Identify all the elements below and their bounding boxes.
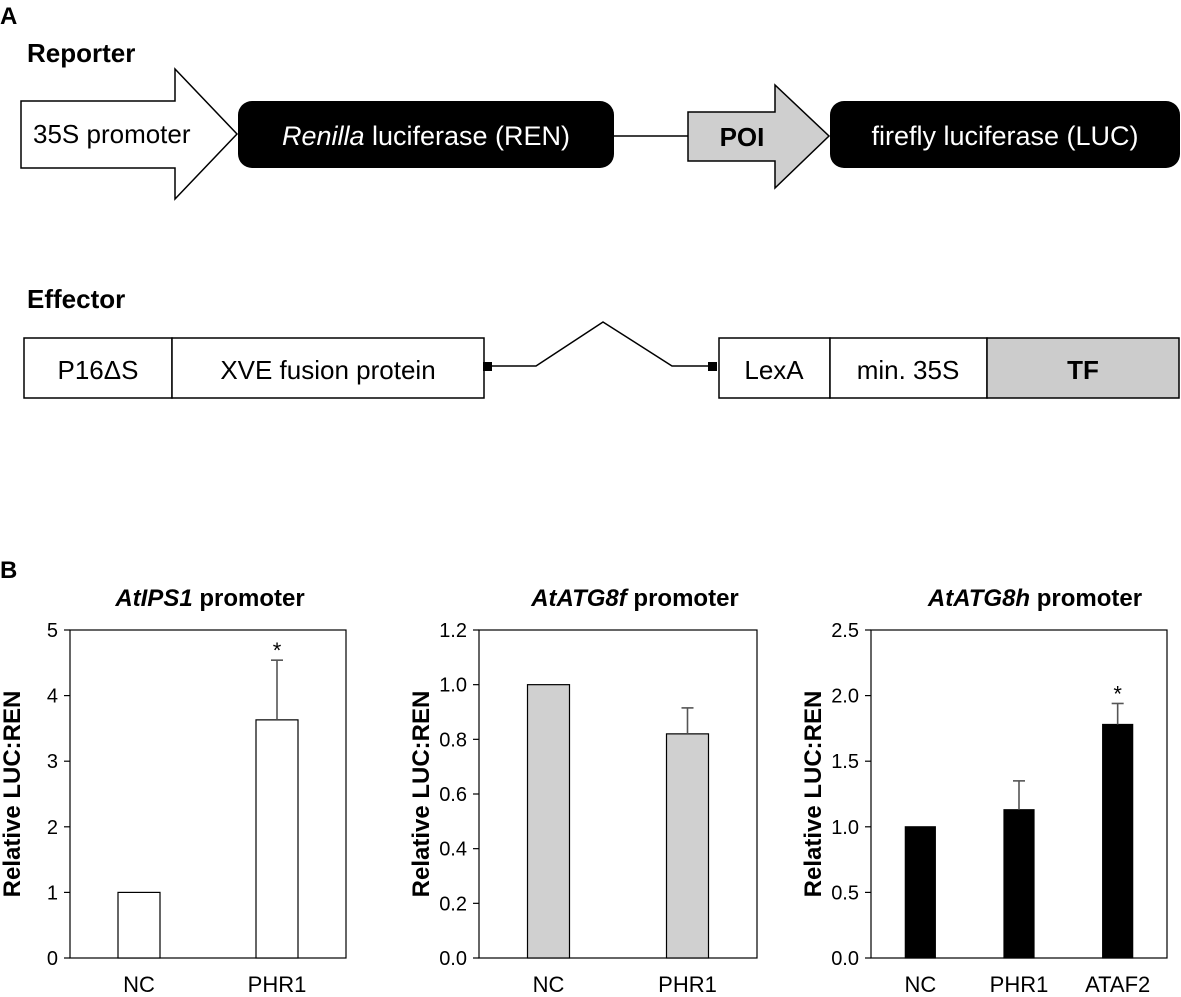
bar-phr1 bbox=[1003, 809, 1035, 959]
significance-mark: * bbox=[273, 638, 282, 663]
reporter-heading: Reporter bbox=[27, 38, 135, 68]
x-tick-label: NC bbox=[904, 972, 936, 997]
plot-frame bbox=[478, 629, 758, 959]
chart-title: AtATG8h promoter bbox=[927, 585, 1142, 612]
xve-box bbox=[171, 337, 485, 399]
x-tick-label: NC bbox=[533, 972, 565, 997]
y-axis-label: Relative LUC:REN bbox=[408, 691, 435, 898]
y-tick-label: 5 bbox=[47, 620, 58, 642]
panel-b-letter: B bbox=[0, 557, 17, 584]
y-tick-label: 1.0 bbox=[831, 817, 859, 839]
y-tick-label: 1.2 bbox=[439, 620, 467, 642]
lexa-label: LexA bbox=[744, 355, 804, 385]
y-tick-label: 2.0 bbox=[831, 686, 859, 708]
y-tick-label: 1.0 bbox=[439, 675, 467, 697]
x-tick-label: PHR1 bbox=[658, 972, 717, 997]
right-border-marker bbox=[708, 362, 717, 371]
y-tick-label: 0.8 bbox=[439, 729, 467, 751]
tf-label: TF bbox=[1067, 355, 1099, 385]
y-tick-label: 3 bbox=[47, 751, 58, 773]
bar-phr1 bbox=[255, 719, 299, 959]
poi-arrow bbox=[687, 83, 831, 190]
bar-nc bbox=[117, 891, 161, 959]
xve-label: XVE fusion protein bbox=[220, 355, 435, 385]
chart-title-italic: AtATG8h bbox=[927, 585, 1030, 612]
y-tick-label: 0.6 bbox=[439, 784, 467, 806]
luc-box bbox=[830, 101, 1180, 168]
y-tick-label: 1.5 bbox=[831, 751, 859, 773]
left-border-marker bbox=[483, 362, 492, 371]
promoter-arrow bbox=[20, 67, 239, 201]
lexa-box bbox=[718, 337, 831, 399]
min35s-box bbox=[829, 337, 988, 399]
intron-line bbox=[492, 321, 708, 367]
y-tick-label: 2 bbox=[47, 817, 58, 839]
bar-ataf2 bbox=[1102, 723, 1134, 959]
x-tick-label: ATAF2 bbox=[1085, 972, 1150, 997]
tf-box bbox=[986, 337, 1180, 399]
y-tick-label: 2.5 bbox=[831, 620, 859, 642]
bar-nc bbox=[904, 826, 936, 959]
y-tick-label: 0.0 bbox=[831, 948, 859, 970]
promoter-label: 35S promoter bbox=[33, 119, 191, 149]
x-tick-label: PHR1 bbox=[990, 972, 1049, 997]
poi-label: POI bbox=[720, 122, 765, 152]
plot-frame bbox=[69, 629, 347, 959]
y-tick-label: 4 bbox=[47, 686, 58, 708]
panel-a-letter: A bbox=[0, 3, 17, 30]
chart-title-italic: AtIPS1 bbox=[114, 585, 192, 612]
significance-mark: * bbox=[1113, 681, 1122, 706]
y-tick-label: 0.4 bbox=[439, 839, 467, 861]
x-tick-label: PHR1 bbox=[248, 972, 307, 997]
ren-box bbox=[238, 101, 614, 168]
bar-phr1 bbox=[665, 733, 710, 959]
p16-label: P16ΔS bbox=[58, 355, 139, 385]
y-tick-label: 1 bbox=[47, 882, 58, 904]
chart-title: AtIPS1 promoter bbox=[114, 585, 304, 612]
chart-title: AtATG8f promoter bbox=[530, 585, 739, 612]
luc-label: firefly luciferase (LUC) bbox=[871, 121, 1138, 151]
y-axis-label: Relative LUC:REN bbox=[0, 691, 26, 898]
y-tick-label: 0.0 bbox=[439, 948, 467, 970]
min35s-label: min. 35S bbox=[857, 355, 960, 385]
y-tick-label: 0.5 bbox=[831, 882, 859, 904]
chart-title-rest: promoter bbox=[1030, 585, 1142, 612]
chart-title-italic: AtATG8f bbox=[530, 585, 629, 612]
chart-title-rest: promoter bbox=[193, 585, 305, 612]
x-tick-label: NC bbox=[123, 972, 155, 997]
ren-label: Renilla luciferase (REN) bbox=[282, 121, 570, 151]
y-tick-label: 0 bbox=[47, 948, 58, 970]
y-tick-label: 0.2 bbox=[439, 893, 467, 915]
effector-heading: Effector bbox=[27, 284, 125, 314]
y-axis-label: Relative LUC:REN bbox=[800, 691, 827, 898]
chart-title-rest: promoter bbox=[627, 585, 739, 612]
bar-nc bbox=[526, 684, 571, 959]
